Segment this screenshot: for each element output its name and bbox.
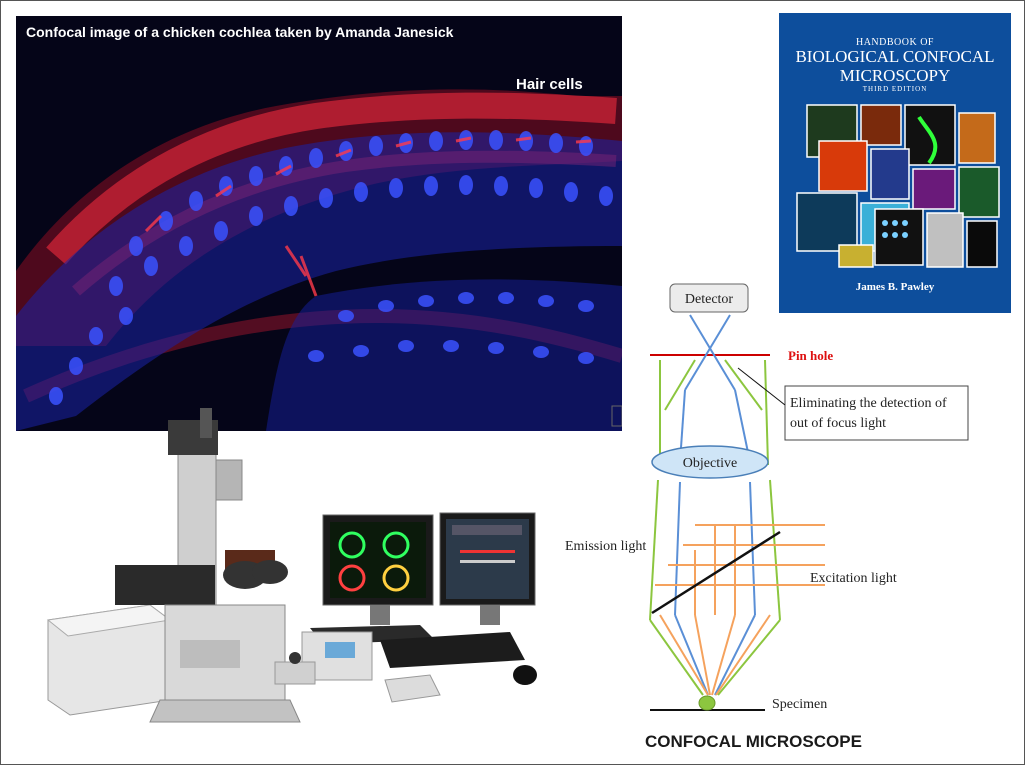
specimen-label: Specimen <box>772 697 827 712</box>
callout-pointer <box>737 367 786 406</box>
detector-label: Detector <box>685 292 734 307</box>
cochlea-caption: Confocal image of a chicken cochlea take… <box>26 24 454 40</box>
pinhole-label: Pin hole <box>788 348 833 363</box>
microscope-illustration <box>46 408 537 723</box>
book-cover-collage <box>796 104 1000 268</box>
callout-line1: Eliminating the detection of <box>790 396 947 411</box>
specimen-dot <box>698 695 716 711</box>
callout-line2: out of focus light <box>790 416 886 431</box>
out-of-focus-callout <box>784 385 969 441</box>
orange-rays <box>655 524 825 696</box>
book-title: BIOLOGICAL CONFOCAL MICROSCOPY <box>779 47 1011 85</box>
objective-label: Objective <box>683 456 737 471</box>
dichroic-mirror <box>651 530 781 615</box>
book-edition: THIRD EDITION <box>862 85 928 93</box>
green-rays <box>649 359 781 696</box>
hair-cells-label: Hair cells <box>516 76 583 93</box>
microscope-photo <box>40 400 540 740</box>
detector-box <box>669 283 749 313</box>
book-handbook-line: HANDBOOK OF <box>855 37 934 48</box>
confocal-microscope-title: CONFOCAL MICROSCOPE <box>645 732 862 751</box>
book-title-line3: MICROSCOPY <box>839 66 951 85</box>
excitation-light-label: Excitation light <box>810 571 897 586</box>
objective-lens <box>651 445 769 479</box>
confocal-diagram-svg: Detector Pin hole <box>565 283 969 712</box>
cochlea-image: Confocal image of a chicken cochlea take… <box>16 16 622 431</box>
book-title-line2: BIOLOGICAL CONFOCAL <box>795 47 995 66</box>
book-author: James B. Pawley <box>855 281 935 293</box>
emission-light-label: Emission light <box>565 539 646 554</box>
cochlea-illustration <box>16 16 622 431</box>
confocal-diagram: Detector Pin hole <box>540 270 1027 740</box>
book-cover: HANDBOOK OF BIOLOGICAL CONFOCAL MICROSCO… <box>779 13 1011 313</box>
